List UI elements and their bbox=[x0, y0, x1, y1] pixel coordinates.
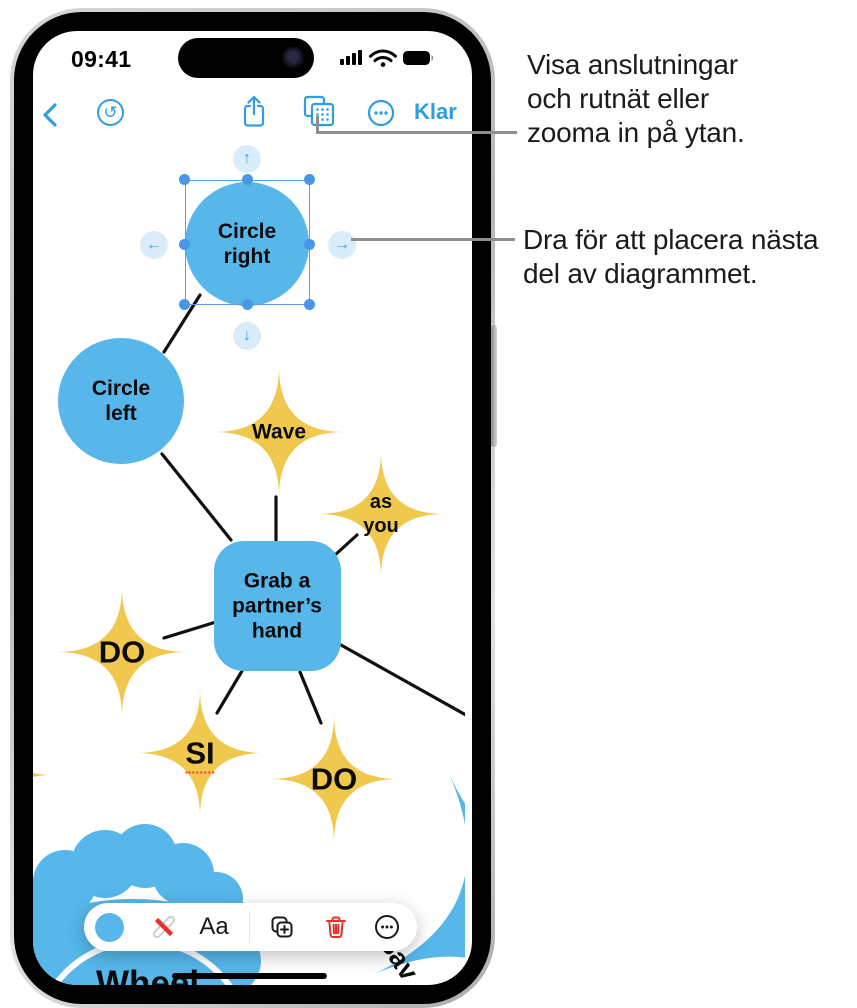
iphone-bezel: 09:41 bbox=[14, 12, 491, 1004]
circle-right-label: Circle right bbox=[217, 220, 277, 268]
arrow-right-icon: → bbox=[334, 236, 350, 253]
add-shape-right-button[interactable]: → bbox=[328, 231, 356, 259]
grab-square-shape[interactable] bbox=[214, 541, 341, 671]
drag-tip-connector bbox=[351, 238, 515, 241]
status-time: 09:41 bbox=[71, 46, 132, 72]
delete-button[interactable] bbox=[322, 903, 350, 951]
toolbar-divider bbox=[249, 911, 250, 943]
share-icon bbox=[243, 95, 265, 127]
more-button[interactable] bbox=[367, 99, 395, 127]
home-indicator[interactable] bbox=[172, 973, 327, 979]
selection-rectangle bbox=[185, 180, 310, 305]
circle-left-shape[interactable] bbox=[58, 338, 184, 464]
as-you-label: as you bbox=[363, 491, 399, 537]
si-star-shape[interactable] bbox=[136, 689, 264, 817]
resize-handle-bottom[interactable] bbox=[242, 299, 253, 310]
wave-star-shape[interactable] bbox=[214, 367, 344, 497]
no-border-icon bbox=[153, 916, 175, 938]
trash-icon bbox=[326, 916, 346, 939]
duplicate-icon bbox=[271, 916, 293, 938]
circle-right-shape[interactable] bbox=[185, 182, 309, 306]
arrow-left-icon: ← bbox=[146, 236, 162, 253]
arrow-up-icon: ↑ bbox=[243, 150, 251, 167]
fill-color-swatch[interactable] bbox=[95, 913, 124, 942]
add-shape-up-button[interactable]: ↑ bbox=[233, 145, 261, 173]
app-screen: 09:41 bbox=[33, 31, 472, 985]
dynamic-island bbox=[178, 38, 314, 78]
wifi-icon bbox=[369, 49, 397, 67]
shape-format-toolbar: Aa bbox=[84, 903, 417, 951]
back-button[interactable] bbox=[37, 101, 63, 129]
as-you-star-shape[interactable] bbox=[318, 451, 444, 577]
resize-handle-bottom-right[interactable] bbox=[304, 299, 315, 310]
undo-icon: ↺ bbox=[103, 103, 118, 122]
cellular-signal-icon bbox=[340, 50, 362, 65]
resize-handle-left[interactable] bbox=[179, 239, 190, 250]
status-icons bbox=[340, 49, 434, 67]
iphone-frame: 09:41 bbox=[10, 8, 497, 1008]
side-button bbox=[491, 325, 497, 447]
edge-star-shape[interactable] bbox=[33, 713, 53, 837]
border-style-button[interactable] bbox=[148, 903, 180, 951]
wave-label: Wave bbox=[251, 420, 307, 444]
resize-handle-bottom-left[interactable] bbox=[179, 299, 190, 310]
do-bottom-label: DO bbox=[310, 761, 358, 797]
do-left-label: DO bbox=[98, 634, 146, 670]
do-bottom-star-shape[interactable] bbox=[270, 715, 398, 843]
battery-icon bbox=[403, 51, 434, 65]
chevron-back-icon bbox=[43, 103, 57, 127]
done-button[interactable]: Klar bbox=[414, 99, 457, 124]
circle-left-label: Circle left bbox=[91, 377, 151, 425]
more-options-button[interactable] bbox=[373, 903, 401, 951]
drag-tip-text: Dra för att placera nästa del av diagram… bbox=[523, 224, 819, 289]
resize-handle-top-right[interactable] bbox=[304, 174, 315, 185]
wheel-label: Wheel bbox=[96, 964, 200, 985]
resize-handle-right[interactable] bbox=[304, 239, 315, 250]
more-icon bbox=[375, 915, 399, 939]
arrow-down-icon: ↓ bbox=[243, 327, 251, 344]
grid-tip-text: Visa anslutningar och rutnät eller zooma… bbox=[527, 49, 745, 148]
undo-button[interactable]: ↺ bbox=[97, 99, 124, 126]
grid-tip-connector-vertical bbox=[316, 116, 319, 134]
more-icon bbox=[367, 99, 395, 127]
add-shape-down-button[interactable]: ↓ bbox=[233, 322, 261, 350]
resize-handle-top[interactable] bbox=[242, 174, 253, 185]
connector-lines bbox=[160, 293, 465, 725]
grid-tip-connector-horizontal bbox=[316, 131, 517, 134]
resize-handle-top-left[interactable] bbox=[179, 174, 190, 185]
front-camera bbox=[282, 47, 304, 69]
text-style-button[interactable]: Aa bbox=[199, 913, 229, 940]
nav-toolbar: ↺ bbox=[33, 31, 472, 141]
add-shape-left-button[interactable]: ← bbox=[140, 231, 168, 259]
share-button[interactable] bbox=[240, 93, 268, 129]
grab-label: Grab a partner’s hand bbox=[232, 569, 322, 643]
do-left-star-shape[interactable] bbox=[57, 587, 187, 717]
duplicate-button[interactable] bbox=[268, 903, 296, 951]
si-label: SI bbox=[185, 735, 215, 774]
